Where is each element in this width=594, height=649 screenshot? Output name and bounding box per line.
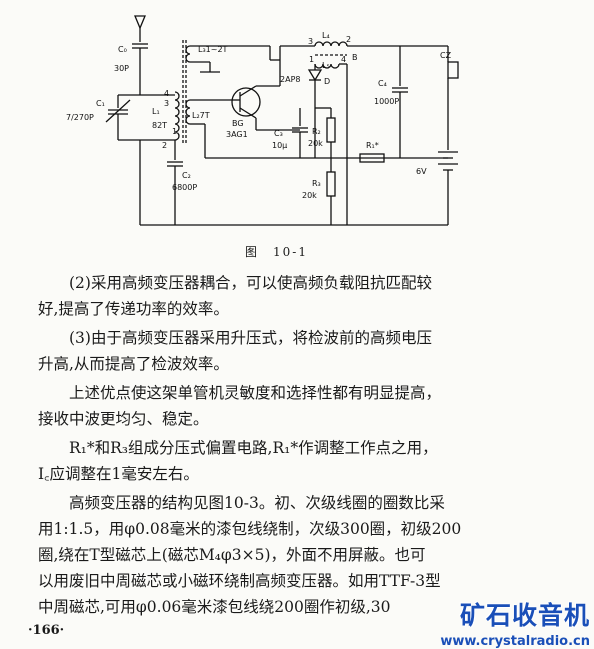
label-bg: BG [232, 119, 244, 128]
coil-l1 [174, 91, 180, 141]
paragraph-line: 圈,绕在T型磁芯上(磁芯M₄φ3×5)，外面不用屏蔽。也可 [38, 546, 426, 564]
label-sec-1: 1 [172, 127, 177, 136]
label-pin-1: 1 [309, 55, 314, 64]
resistor-r1 [359, 153, 385, 163]
label-c4-value: 1000P [374, 97, 399, 106]
site-watermark: 矿石收音机 www.crystalradio.cn [414, 596, 590, 649]
label-l3: L₃1~2T [198, 45, 228, 54]
paragraph-line: (3)由于高频变压器采用升压式，将检波前的高频电压 [69, 329, 432, 347]
label-c3-value: 10μ [272, 141, 287, 150]
label-bg-type: 3AG1 [226, 130, 248, 139]
label-c1-value: 7/270P [66, 113, 94, 122]
paragraph-line: 升高,从而提高了检波效率。 [38, 355, 229, 373]
label-c2-value: 6800P [172, 183, 197, 192]
label-l4: L₄ [322, 31, 330, 40]
coil-l3 [185, 45, 191, 63]
watermark-title: 矿石收音机 [459, 601, 590, 630]
coil-l5 [314, 63, 340, 69]
paragraph-line: I꜀应调整在1毫安左右。 [38, 465, 199, 483]
coil-l4 [314, 41, 348, 47]
paragraph-line: 以用废旧中周磁芯或小磁环绕制高频变压器。如用TTF-3型 [38, 572, 441, 590]
watermark-url: www.crystalradio.cn [440, 634, 590, 649]
paragraph-line: 高频变压器的结构见图10-3。初、次级线圈的圈数比采 [69, 494, 445, 512]
paragraph-line: 中周磁芯,可用φ0.06毫米漆包线绕200圈作初级,30 [38, 598, 391, 616]
label-c4: C₄ [378, 79, 387, 88]
circuit-schematic-figure-10-1: C₀ 30P C₁ 7/270P L₁ 82T L₃1~2T L₂7T BG 3… [66, 15, 459, 226]
paragraph-line: (2)采用高频变压器耦合，可以使高频负载阻抗匹配较 [69, 274, 432, 292]
label-l1: L₁ [152, 107, 160, 116]
label-pin-3: 3 [308, 37, 313, 46]
label-pin-4: 4 [341, 55, 346, 64]
label-c2: C₂ [182, 171, 191, 180]
headphone-jack-cz [447, 61, 459, 79]
label-r1: R₁* [366, 141, 379, 150]
paragraph-line: 上述优点使这架单管机灵敏度和选择性都有明显提高， [69, 384, 442, 402]
label-r3: R₃ [312, 179, 321, 188]
label-cz: CZ [440, 51, 452, 60]
resistor-r2 [326, 117, 336, 143]
figure-caption: 图 10-1 [245, 245, 308, 259]
label-d-type: 2AP8 [280, 75, 300, 84]
diode-d [307, 69, 323, 82]
label-r2-value: 20k [308, 139, 323, 148]
coil-l2 [185, 99, 191, 125]
label-l2: L₂7T [192, 111, 210, 120]
label-pin-2: 2 [346, 35, 351, 44]
paragraph-line: 好,提高了传递功率的效率。 [38, 300, 229, 318]
label-c1: C₁ [96, 99, 105, 108]
label-d: D [324, 77, 330, 86]
label-c3: C₃ [274, 129, 283, 138]
label-l5: L₅ [322, 61, 330, 70]
label-r3-value: 20k [302, 191, 317, 200]
label-sec-3: 3 [164, 99, 169, 108]
paragraph-line: 接收中波更均匀、稳定。 [38, 410, 209, 428]
label-sec-4: 4 [164, 89, 169, 98]
label-r2: R₂ [312, 127, 321, 136]
label-battery: 6V [416, 167, 427, 176]
paragraph-line: 用1:1.5，用φ0.08毫米的漆包线绕制，次级300圈，初级200 [38, 520, 462, 538]
label-sec-2: 2 [162, 141, 167, 150]
resistor-r3 [326, 171, 336, 197]
label-b: B [352, 53, 358, 62]
antenna-symbol [134, 15, 146, 30]
paragraph-line: R₁*和R₃组成分压式偏置电路,R₁*作调整工作点之用， [69, 439, 438, 457]
label-c0-value: 30P [114, 64, 129, 73]
page-number: ·166· [28, 623, 65, 638]
label-c0: C₀ [118, 45, 127, 54]
label-l1-value: 82T [152, 121, 167, 130]
transistor-bg [231, 87, 261, 117]
